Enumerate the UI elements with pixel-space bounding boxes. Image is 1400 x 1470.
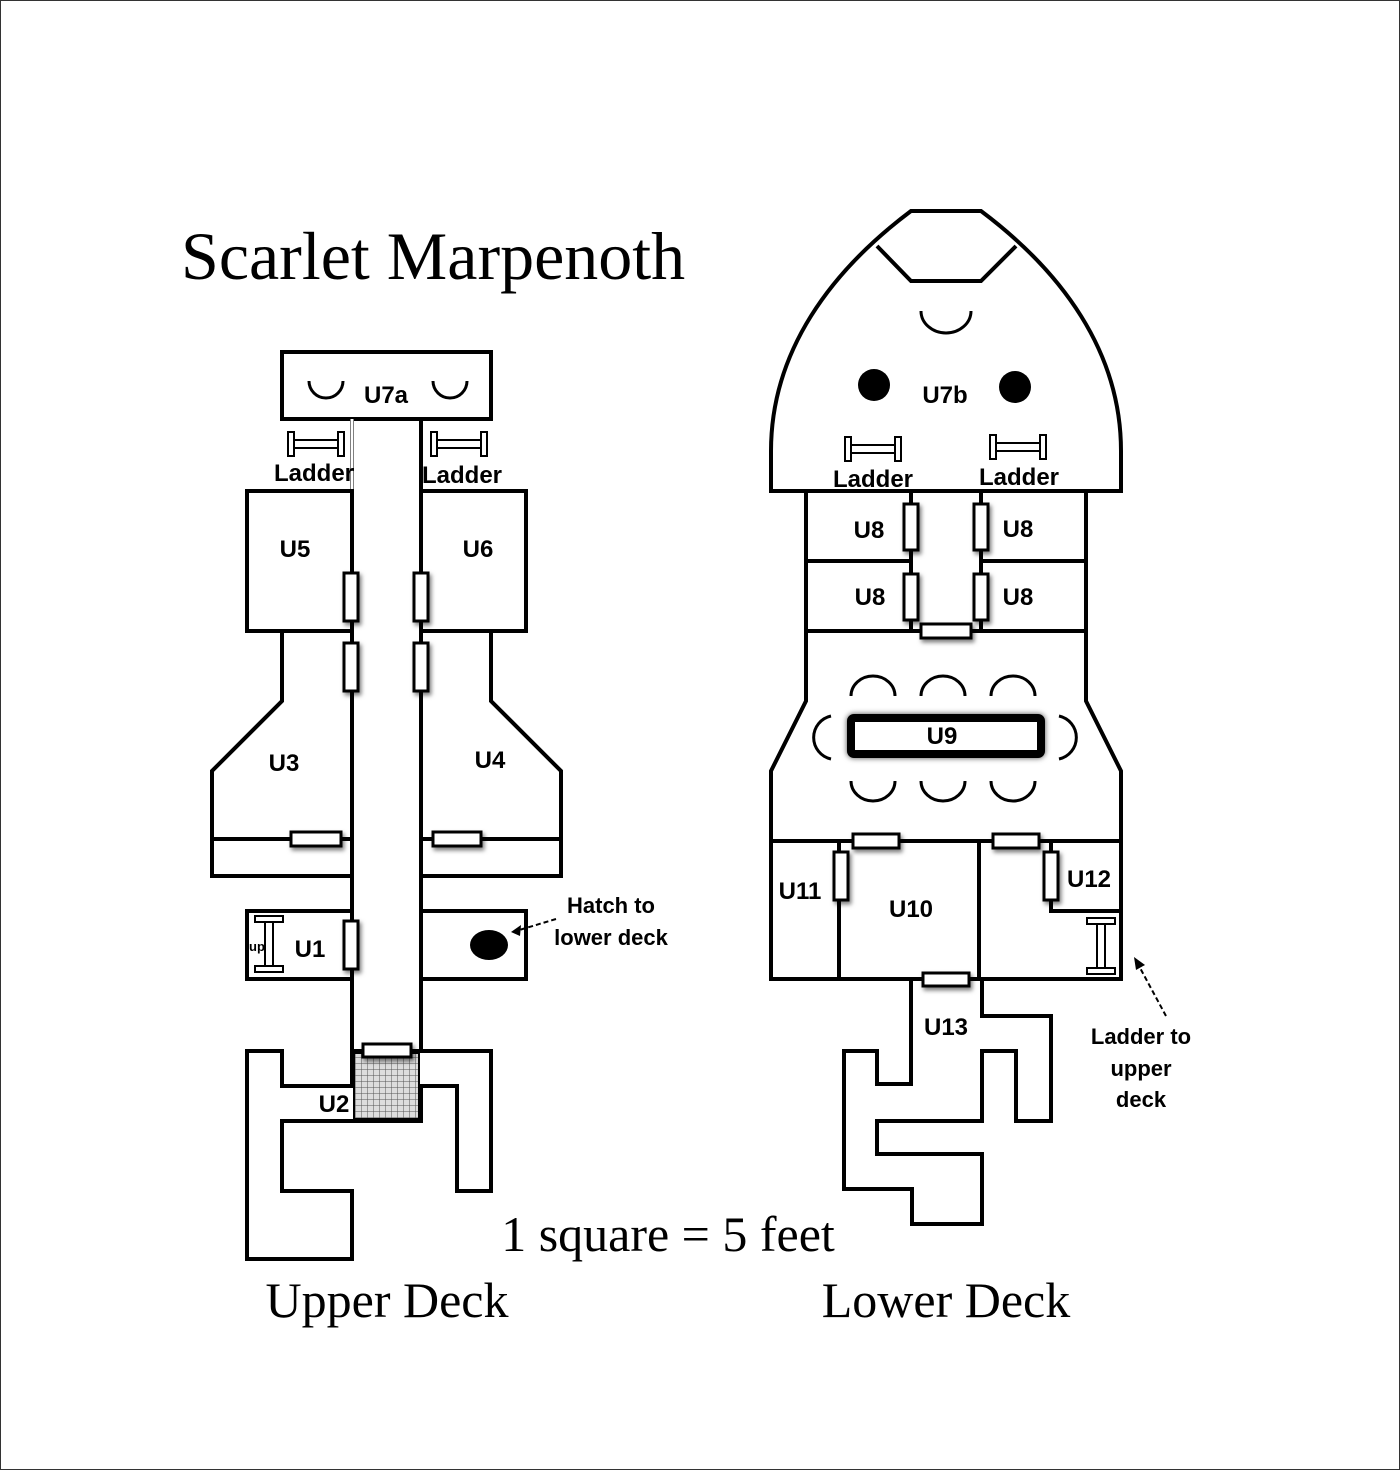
room-label-u10: U10: [889, 896, 933, 923]
lower-deck: U7b Ladder Ladder U8 U8 U8 U8 U9 U11 U10…: [769, 209, 1191, 1328]
room-label-u1: U1: [295, 936, 326, 963]
door[interactable]: [342, 641, 360, 693]
room-u7a: [280, 350, 493, 421]
corridor-upper: [350, 417, 423, 1053]
room-label-u6: U6: [463, 536, 494, 563]
chair-icon: [307, 380, 345, 400]
door[interactable]: [991, 832, 1041, 850]
map-title: Scarlet Marpenoth: [181, 218, 685, 294]
chair-icon: [431, 380, 469, 400]
arrow-icon: [511, 925, 521, 936]
room-label-u3: U3: [269, 750, 300, 777]
upper-deck-label: Upper Deck: [266, 1272, 509, 1328]
ladder-note-line2: upper: [1110, 1056, 1172, 1081]
door[interactable]: [289, 830, 343, 848]
room-label-u9: U9: [927, 723, 958, 750]
upper-deck: U7a Ladder Ladder U5 U6 U3 U4 U1 up U2 H…: [210, 350, 669, 1328]
room-label-u7a: U7a: [364, 382, 409, 409]
ladder-label: Ladder: [274, 460, 354, 487]
scale-label: 1 square = 5 feet: [501, 1206, 835, 1262]
ladder-icon: [430, 431, 488, 457]
door[interactable]: [902, 502, 920, 552]
room-label-u11: U11: [779, 878, 822, 905]
room-u2: [245, 1049, 493, 1261]
room-label-u12: U12: [1067, 866, 1111, 893]
ladder-label: Ladder: [422, 462, 502, 489]
door[interactable]: [972, 502, 990, 552]
up-label: up: [249, 939, 265, 954]
room-label-u8: U8: [1003, 584, 1034, 611]
ladder-label: Ladder: [979, 464, 1059, 491]
arrow-icon: [1134, 957, 1145, 970]
room-label-u7b: U7b: [922, 382, 967, 409]
hatch-note-line1: Hatch to: [567, 893, 655, 918]
ladder-label: Ladder: [833, 466, 913, 493]
door[interactable]: [972, 572, 990, 622]
hatch-note-line2: lower deck: [554, 925, 668, 950]
ladder-note-line3: deck: [1116, 1087, 1167, 1112]
door[interactable]: [361, 1042, 413, 1059]
porthole-icon: [999, 371, 1031, 403]
room-u13: [842, 977, 1053, 1226]
room-u3: [210, 629, 354, 878]
lower-deck-label: Lower Deck: [822, 1272, 1071, 1328]
porthole-icon: [858, 369, 890, 401]
door[interactable]: [412, 641, 430, 693]
door[interactable]: [1042, 850, 1060, 902]
door[interactable]: [919, 622, 973, 640]
door[interactable]: [342, 919, 360, 971]
room-label-u13: U13: [924, 1014, 968, 1041]
room-label-u4: U4: [475, 747, 506, 774]
door[interactable]: [431, 830, 483, 848]
room-label-u8: U8: [854, 517, 885, 544]
door[interactable]: [412, 571, 430, 623]
table: [847, 714, 1045, 758]
door[interactable]: [851, 832, 901, 850]
door[interactable]: [902, 572, 920, 622]
chair-icons: [812, 674, 1078, 803]
ladder-icon: [287, 431, 345, 457]
room-label-u8: U8: [1003, 516, 1034, 543]
door[interactable]: [342, 571, 360, 623]
door[interactable]: [921, 971, 971, 988]
room-u6: [419, 489, 528, 633]
room-label-u2: U2: [319, 1091, 350, 1118]
door[interactable]: [832, 850, 850, 902]
chair-icon: [919, 310, 973, 335]
room-label-u8: U8: [855, 584, 886, 611]
room-label-u5: U5: [280, 536, 311, 563]
room-u5: [245, 489, 354, 633]
grate-area: [353, 1052, 420, 1120]
hatch-icon: [470, 930, 508, 960]
ladder-note-line1: Ladder to: [1091, 1024, 1191, 1049]
room-u9: [769, 629, 1123, 981]
room-u7b: [769, 209, 1123, 493]
